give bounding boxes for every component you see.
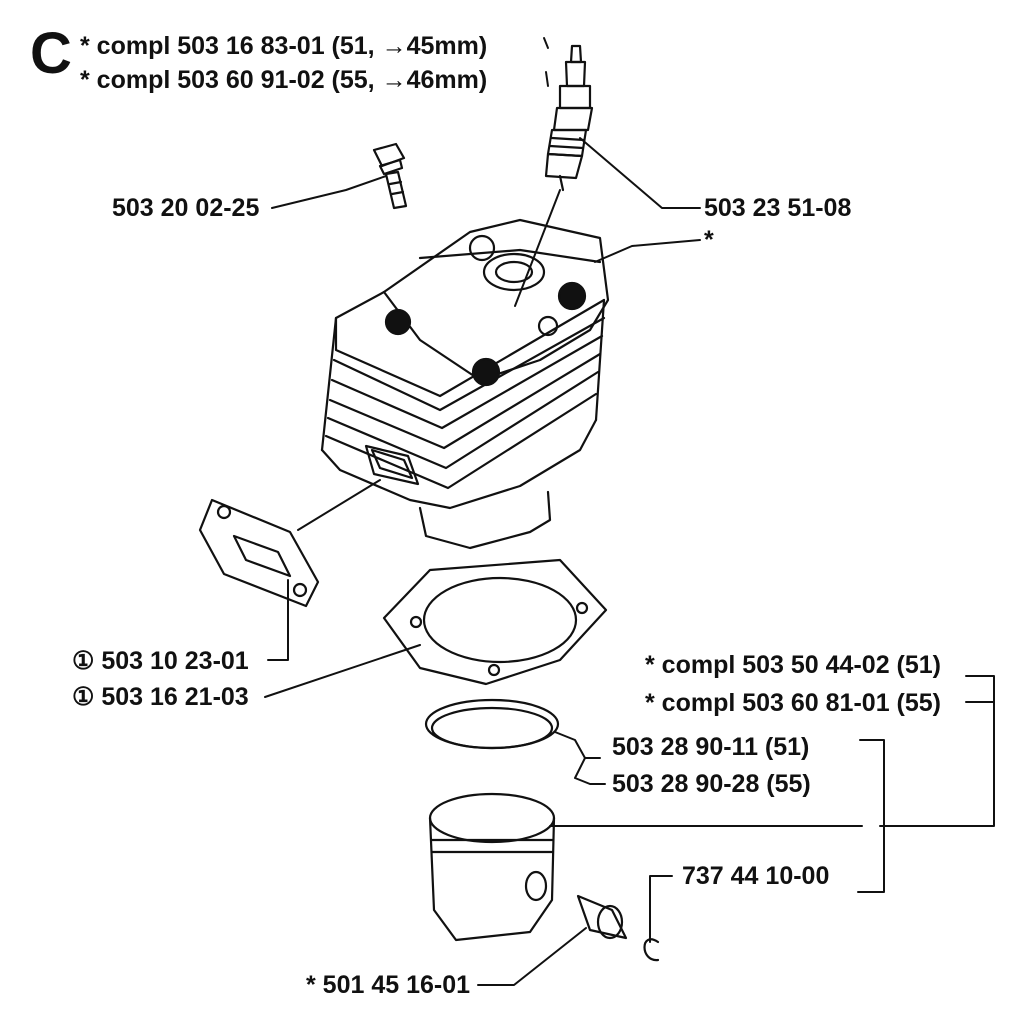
- base-gasket-drawing: [382, 558, 608, 686]
- label-bolt: 503 20 02-25: [112, 194, 260, 222]
- label-circlip: 737 44 10-00: [682, 862, 830, 890]
- circlip-drawing: [643, 938, 660, 962]
- spark-plug-drawing: [544, 44, 594, 192]
- label-base-gasket: ① 503 16 21-03: [72, 683, 249, 711]
- needle-bearing-drawing: [576, 894, 628, 940]
- label-needle-bearing: * 501 45 16-01: [306, 971, 471, 999]
- label-cylinder-compl-55: * compl 503 60 91-02 (55, →46mm): [80, 66, 488, 94]
- label-exhaust-gasket: ① 503 10 23-01: [72, 647, 249, 675]
- leader-lines: [264, 37, 995, 986]
- label-cylinder-compl-51: * compl 503 16 83-01 (51, →45mm): [80, 32, 488, 60]
- piston-drawing: [428, 792, 556, 942]
- label-spark-plug: 503 23 51-08: [704, 194, 852, 222]
- label-piston-ring-55: 503 28 90-28 (55): [612, 770, 811, 798]
- exhaust-gasket-drawing: [198, 498, 320, 608]
- label-piston-compl-55: * compl 503 60 81-01 (55): [645, 689, 941, 717]
- label-cylinder-star: *: [704, 226, 714, 254]
- piston-ring-drawing: [424, 698, 560, 750]
- bolt-drawing: [372, 142, 408, 210]
- section-letter: C: [30, 21, 72, 86]
- label-piston-ring-51: 503 28 90-11 (51): [612, 733, 810, 761]
- cylinder-drawing: [320, 218, 610, 550]
- label-piston-compl-51: * compl 503 50 44-02 (51): [645, 651, 941, 679]
